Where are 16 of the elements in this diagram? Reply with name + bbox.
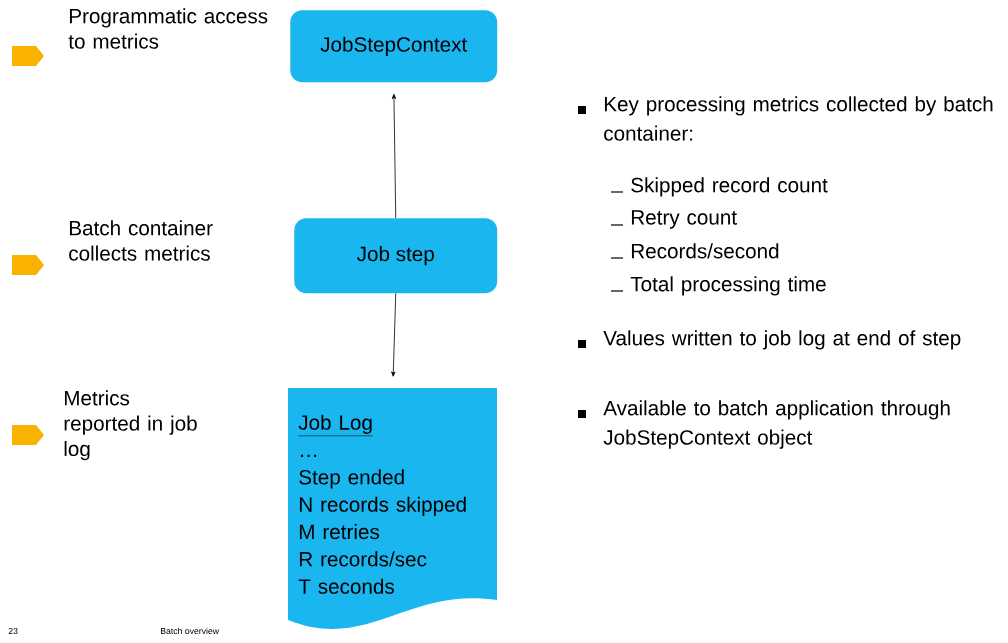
footer-text: 23 (8, 627, 18, 635)
side-label: Batch container collects metrics (69, 220, 213, 261)
side-label: Metrics reported in job log (64, 390, 197, 461)
sub-bullet-text: Skipped record count (631, 177, 828, 197)
footer-text: Batch overview (161, 627, 220, 635)
arrow (391, 293, 397, 377)
bullet-text: Values written to job log at end of step (603, 330, 961, 350)
process-box: JobStepContext (290, 10, 498, 83)
process-box: Job step (294, 218, 498, 294)
bullet-text: Available to batch application through JobStepContext object (603, 400, 950, 449)
sub-bullet-text: Records/second (631, 243, 779, 259)
sub-bullet-text: Total processing time (630, 276, 826, 296)
arrow (391, 93, 397, 219)
bullet-text: Key processing metrics collected by batch container: (604, 96, 993, 141)
side-label: Programmatic access to metrics (68, 8, 268, 49)
sub-bullet-text: Retry count (631, 210, 737, 229)
